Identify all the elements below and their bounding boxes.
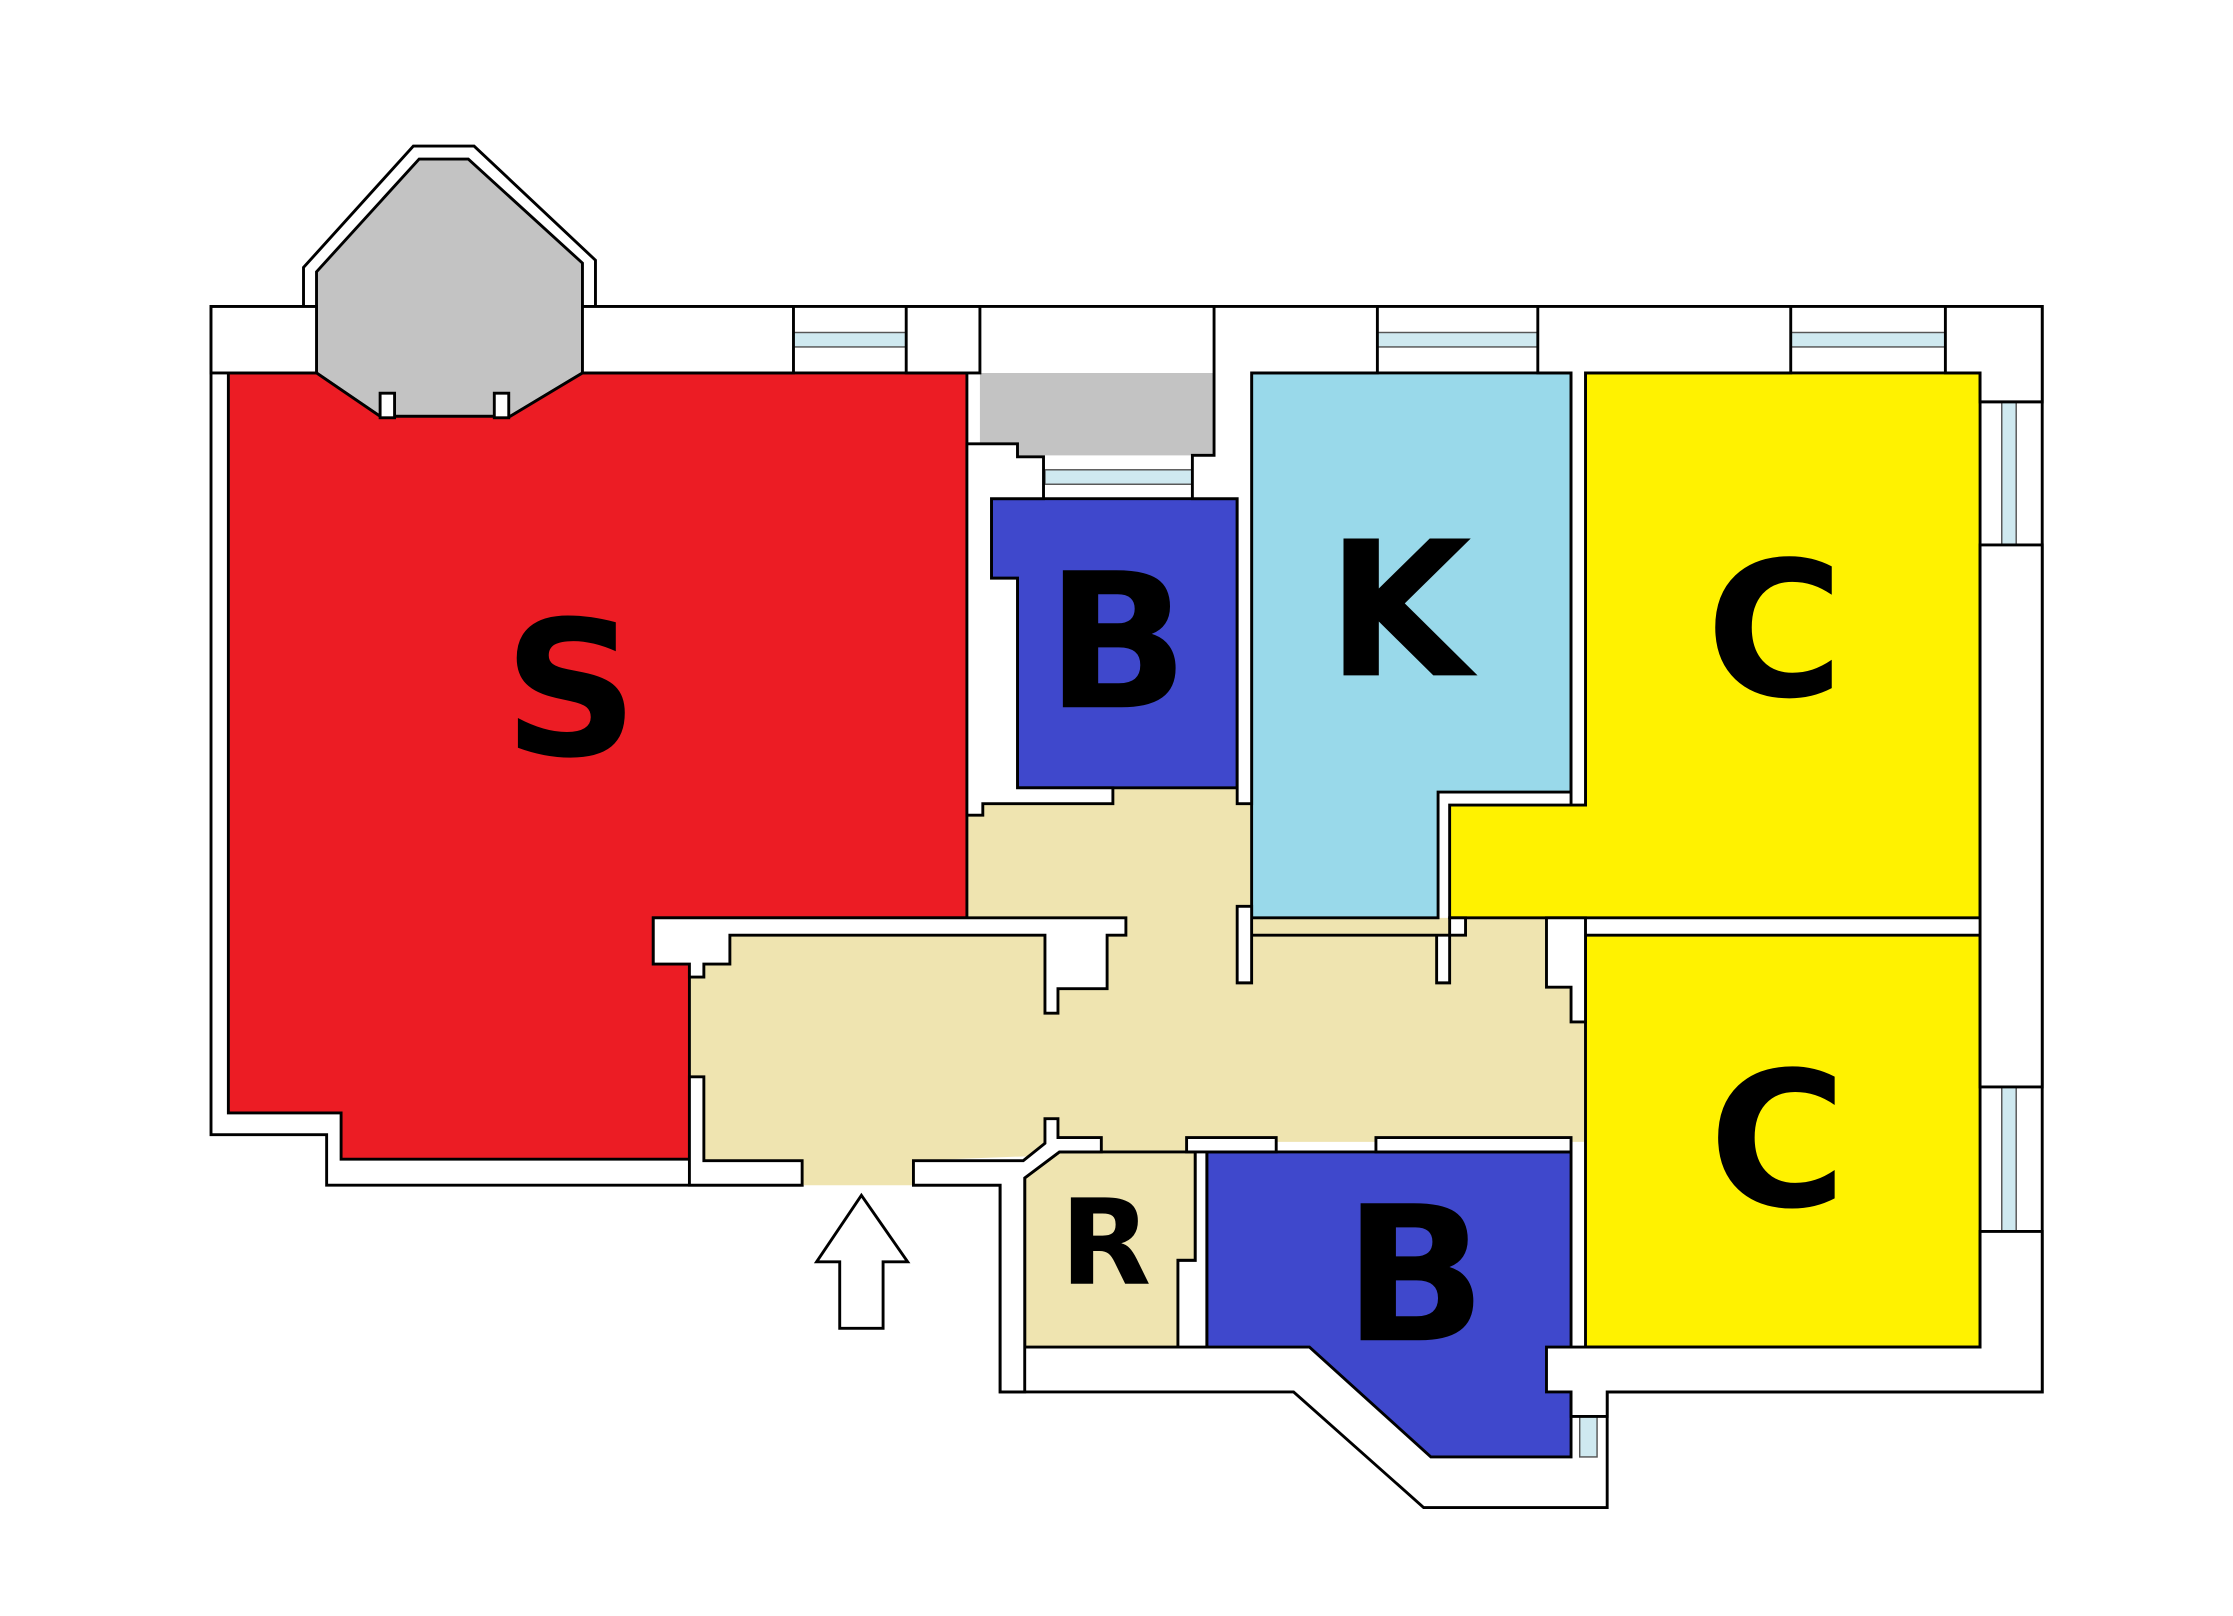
room-label-storage: R (1060, 1174, 1151, 1312)
interior-wall (687, 1075, 804, 1187)
interior-wall (1943, 305, 2044, 404)
window-mullion (492, 391, 511, 420)
room-label-bathroom-2: B (1343, 1167, 1486, 1385)
room-label-salon: S (503, 582, 638, 800)
window (1376, 331, 1539, 348)
room-label-kitchen: K (1326, 502, 1478, 720)
interior-wall (1536, 305, 1793, 807)
window (1790, 331, 1947, 348)
bay-window (315, 157, 584, 418)
interior-wall (1190, 305, 1379, 806)
window (792, 331, 907, 348)
window-mullion (378, 391, 397, 420)
interior-wall (1545, 916, 1587, 1024)
window (2001, 401, 2017, 546)
wall-pier (209, 305, 318, 375)
balcony (979, 372, 1215, 456)
window (1044, 469, 1194, 485)
interior-wall (1978, 543, 2044, 1089)
room-label-bathroom-1: B (1046, 534, 1189, 752)
wall-pier (904, 305, 982, 375)
interior-wall (1176, 1136, 1278, 1349)
hallway (689, 787, 1586, 1186)
interior-wall (651, 916, 1128, 1015)
window (2001, 1086, 2017, 1233)
room-label-bedroom-1: C (1706, 523, 1844, 741)
arrow-up-icon (813, 1192, 911, 1330)
window (1578, 1415, 1598, 1458)
interior-wall (1545, 1230, 2044, 1418)
wall-pier (581, 305, 795, 375)
interior-wall (1374, 1136, 1573, 1154)
interior-wall (1235, 904, 1467, 985)
room-label-bedroom-2: C (1709, 1033, 1847, 1251)
interior-wall (965, 442, 1115, 817)
interior-wall (911, 1117, 1103, 1394)
